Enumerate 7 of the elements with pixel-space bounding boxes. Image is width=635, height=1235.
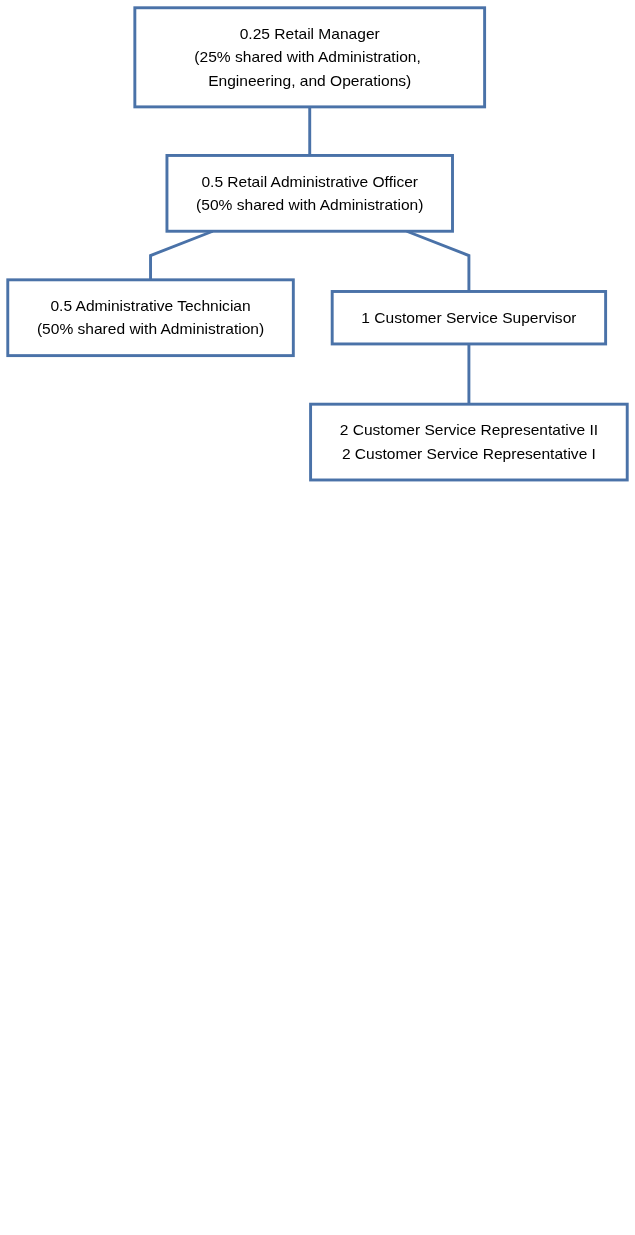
node-box: 0.5 Retail Administrative Officer (50% shared with Administration) [165, 154, 454, 233]
node-box: 2 Customer Service Representative II 2 Customer Service Representative I [309, 402, 629, 482]
connector [467, 343, 471, 405]
node-box: 1 Customer Service Supervisor [330, 290, 608, 346]
node-box: 0.5 Administrative Technician (50% shared with Administration) [6, 278, 295, 358]
connector [308, 106, 312, 156]
node-box: 0.25 Retail Manager (25% shared with Administration, Engineering, and Operations) [133, 6, 487, 109]
